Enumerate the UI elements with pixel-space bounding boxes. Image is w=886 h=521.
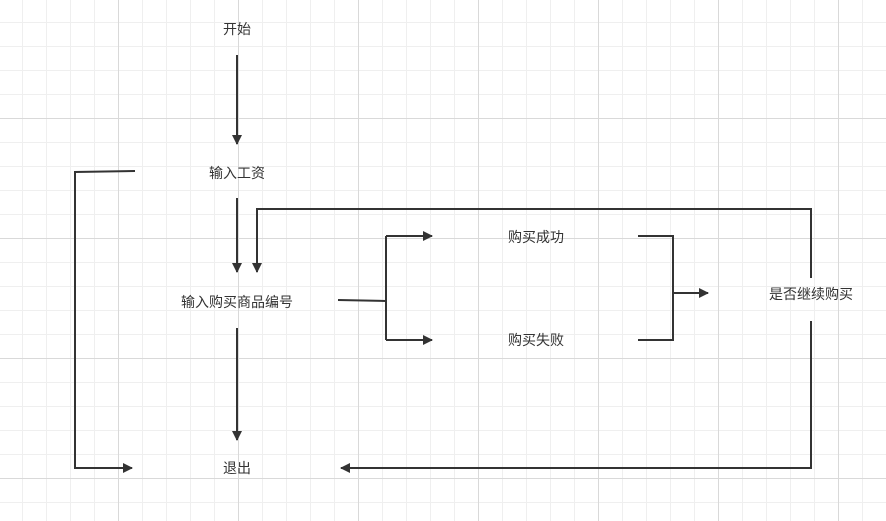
- node-exit: 退出: [223, 461, 251, 477]
- node-input-product-number: 输入购买商品编号: [181, 295, 293, 311]
- arrow-continue-to-exit: [340, 321, 812, 473]
- arrow-salary-left-to-exit: [74, 170, 136, 473]
- arrow-continue-loop-to-product: [252, 208, 812, 278]
- node-continue-purchase: 是否继续购买: [769, 287, 853, 303]
- node-start: 开始: [223, 22, 251, 38]
- node-purchase-fail: 购买失败: [508, 333, 564, 349]
- node-purchase-success: 购买成功: [508, 230, 564, 246]
- merge-from-success: [638, 235, 674, 341]
- branch-line-product: [337, 299, 387, 302]
- node-input-salary: 输入工资: [209, 166, 265, 182]
